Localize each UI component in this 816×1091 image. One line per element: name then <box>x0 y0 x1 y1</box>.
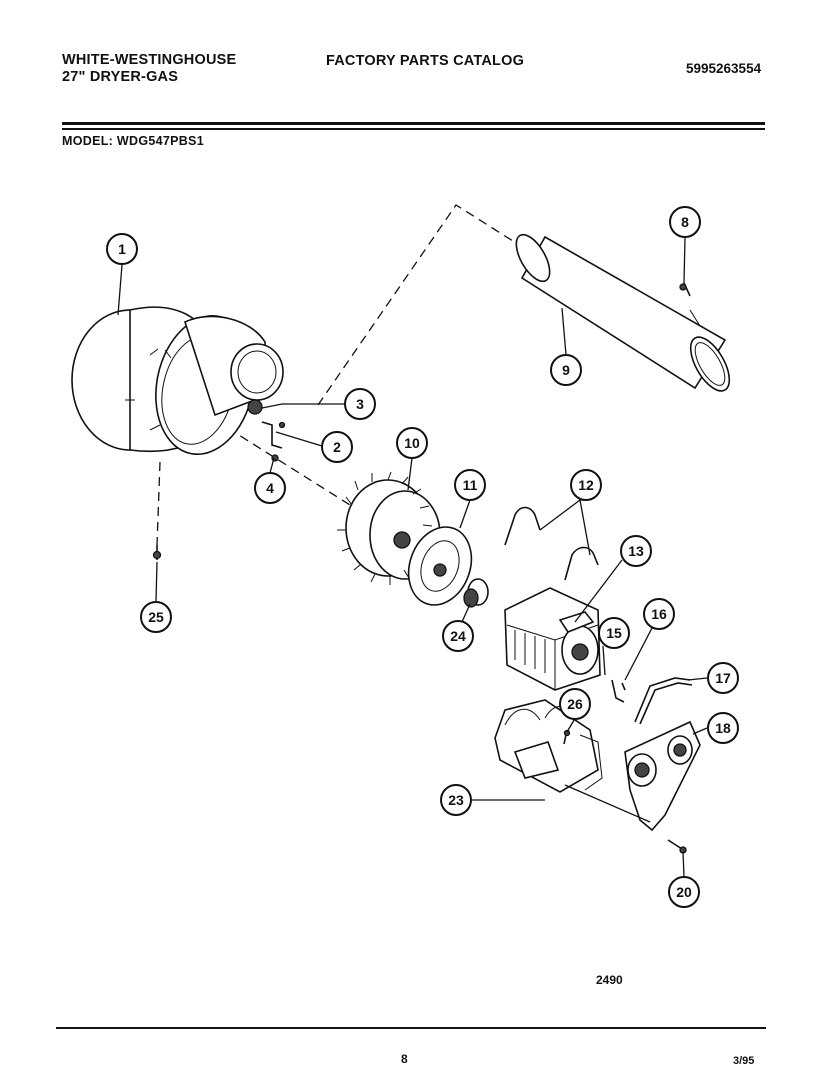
callout-12: 12 <box>570 469 602 501</box>
callout-26-label: 26 <box>567 696 583 712</box>
header-rule-thin <box>62 128 765 130</box>
callout-13-label: 13 <box>628 543 644 559</box>
assembly-line-duct <box>317 204 536 406</box>
callout-15-label: 15 <box>606 625 622 641</box>
callout-11-label: 11 <box>463 477 478 493</box>
model-line: MODEL: WDG547PBS1 <box>62 134 204 148</box>
callout-4: 4 <box>254 472 286 504</box>
leader-lines <box>117 237 708 877</box>
assembly-line-blower <box>214 419 351 506</box>
callout-23: 23 <box>440 784 472 816</box>
callout-2: 2 <box>321 431 353 463</box>
callout-13: 13 <box>620 535 652 567</box>
bracket-screw-part <box>563 729 571 745</box>
drive-motor-part <box>504 587 601 691</box>
callout-23-label: 23 <box>448 792 464 808</box>
motor-switch-pin-part <box>611 679 626 703</box>
callout-9-label: 9 <box>562 362 570 378</box>
catalog-number: 5995263554 <box>686 61 762 76</box>
callout-1-label: 1 <box>118 241 126 257</box>
callout-16-label: 16 <box>651 606 667 622</box>
callout-10-label: 10 <box>404 435 420 451</box>
motor-clamp-parts <box>504 506 599 581</box>
callout-11: 11 <box>454 469 486 501</box>
callout-24-label: 24 <box>450 628 466 644</box>
idler-pulley-assembly-part <box>624 720 701 832</box>
callout-8-label: 8 <box>681 214 689 230</box>
callout-16: 16 <box>643 598 675 630</box>
idler-arm-part <box>634 677 693 725</box>
model-number: WDG547PBS1 <box>116 134 204 148</box>
idler-screw-part <box>667 839 687 854</box>
drawing-number: 2490 <box>596 973 623 987</box>
callout-25: 25 <box>140 601 172 633</box>
callout-17-label: 17 <box>715 670 731 686</box>
callout-3: 3 <box>344 388 376 420</box>
blower-housing-part <box>71 306 284 455</box>
callout-4-label: 4 <box>266 480 274 496</box>
callout-10: 10 <box>396 427 428 459</box>
page-number: 8 <box>401 1052 408 1066</box>
catalog-title: FACTORY PARTS CATALOG <box>326 53 525 69</box>
callout-1: 1 <box>106 233 138 265</box>
callout-9: 9 <box>550 354 582 386</box>
callout-3-label: 3 <box>356 396 364 412</box>
washer-part <box>463 578 489 608</box>
callout-12-label: 12 <box>578 477 594 493</box>
callout-17: 17 <box>707 662 739 694</box>
blower-pulley-disc-part <box>407 526 473 606</box>
catalog-date: 3/95 <box>733 1055 755 1067</box>
callout-18-label: 18 <box>715 720 731 736</box>
model-label: MODEL: <box>62 134 114 148</box>
callout-25-label: 25 <box>148 609 164 625</box>
duct-screw-part <box>679 282 691 297</box>
callout-18: 18 <box>707 712 739 744</box>
footer-rule <box>56 1027 766 1029</box>
callout-24: 24 <box>442 620 474 652</box>
product-type: 27" DRYER-GAS <box>62 69 179 85</box>
housing-screw-part <box>152 545 162 560</box>
header-rule-thick <box>62 122 765 125</box>
callout-20-label: 20 <box>676 884 692 900</box>
brand-block: WHITE-WESTINGHOUSE 27" DRYER-GAS <box>62 52 236 86</box>
callout-26: 26 <box>559 688 591 720</box>
callout-8: 8 <box>669 206 701 238</box>
callout-15: 15 <box>598 617 630 649</box>
callout-2-label: 2 <box>333 439 341 455</box>
assembly-line-mount <box>156 461 161 546</box>
brand-name: WHITE-WESTINGHOUSE <box>62 52 237 68</box>
exhaust-duct-part <box>515 233 731 392</box>
callout-20: 20 <box>668 876 700 908</box>
